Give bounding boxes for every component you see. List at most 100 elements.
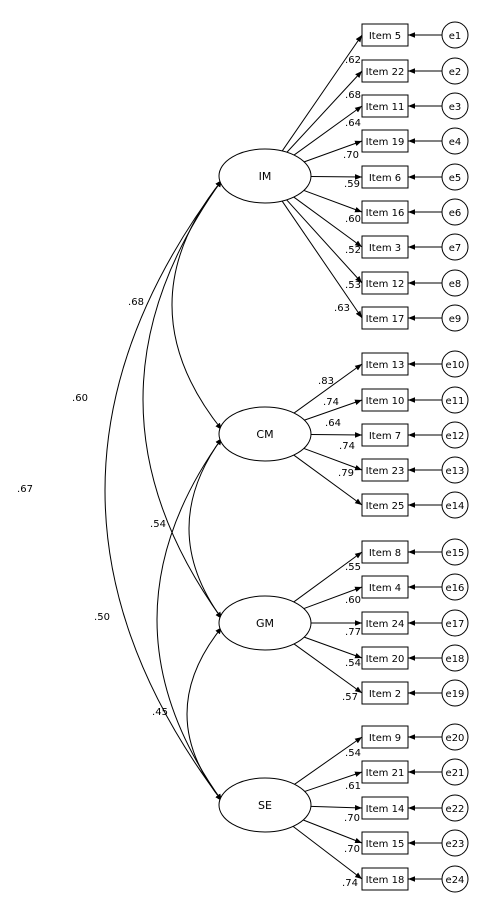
loading-path (286, 199, 363, 284)
observed-item-box (361, 493, 409, 517)
observed-item-box (361, 200, 409, 224)
loading-path (303, 586, 363, 610)
loading-path (294, 736, 363, 785)
loading-path (292, 826, 363, 880)
correlation-label-im-gm: .60 (72, 393, 88, 404)
error-term-circle (441, 456, 469, 484)
loading-value-label: .70 (344, 844, 360, 855)
error-term-circle (441, 865, 469, 893)
error-term-label: e1 (449, 31, 462, 42)
observed-item-label: Item 5 (369, 31, 401, 42)
error-term-label: e24 (446, 875, 465, 886)
observed-item-box (361, 540, 409, 564)
error-term-label: e22 (446, 804, 465, 815)
correlation-layer (104, 179, 223, 802)
observed-item-label: Item 3 (369, 243, 401, 254)
node-layer (218, 21, 469, 893)
loading-value-label: .54 (345, 658, 361, 669)
observed-item-label: Item 17 (366, 314, 405, 325)
error-term-label: e15 (446, 548, 465, 559)
correlation-arc-gm-se (186, 626, 223, 802)
loading-value-label: .83 (318, 376, 334, 387)
loading-value-label: .64 (345, 118, 361, 129)
observed-item-label: Item 4 (369, 583, 401, 594)
correlation-arc-cm-gm (188, 437, 223, 620)
latent-factor-label: GM (256, 617, 274, 630)
loading-value-label: .70 (344, 813, 360, 824)
loading-path (293, 105, 363, 156)
error-term-label: e12 (446, 431, 465, 442)
observed-item-box (361, 23, 409, 47)
observed-item-label: Item 8 (369, 548, 401, 559)
latent-factor-se (218, 777, 312, 833)
loading-path (304, 636, 363, 659)
error-term-label: e7 (449, 243, 462, 254)
error-term-label: e10 (446, 360, 465, 371)
observed-item-box (361, 760, 409, 784)
observed-item-label: Item 16 (366, 208, 405, 219)
observed-item-box (361, 423, 409, 447)
observed-item-box (361, 575, 409, 599)
error-term-label: e23 (446, 839, 465, 850)
correlation-label-cm-se: .50 (94, 612, 110, 623)
error-term-circle (441, 21, 469, 49)
observed-item-label: Item 6 (369, 173, 401, 184)
observed-item-label: Item 11 (366, 102, 405, 113)
observed-item-box (361, 271, 409, 295)
observed-item-box (361, 867, 409, 891)
error-term-circle (441, 829, 469, 857)
error-term-label: e2 (449, 67, 462, 78)
error-term-label: e6 (449, 208, 462, 219)
error-term-label: e9 (449, 314, 462, 325)
observed-item-label: Item 24 (366, 619, 405, 630)
latent-factor-label: CM (256, 428, 273, 441)
observed-item-box (361, 306, 409, 330)
observed-item-label: Item 19 (366, 137, 405, 148)
observed-item-box (361, 59, 409, 83)
loading-value-label: .54 (345, 748, 361, 759)
error-term-label: e18 (446, 654, 465, 665)
loading-value-label: .57 (342, 692, 358, 703)
error-term-label: e5 (449, 173, 462, 184)
latent-factor-label: SE (258, 799, 272, 812)
correlation-label-gm-se: .45 (152, 707, 168, 718)
correlation-arc-im-cm (171, 179, 223, 431)
loading-path (310, 174, 363, 180)
error-term-circle (441, 127, 469, 155)
loading-value-label: .74 (323, 397, 339, 408)
correlation-arc-im-se (104, 179, 223, 802)
loading-path (304, 399, 363, 421)
error-term-circle (441, 350, 469, 378)
loading-path (293, 363, 363, 414)
observed-item-label: Item 13 (366, 360, 405, 371)
loading-path (281, 34, 363, 152)
correlation-arc-im-gm (142, 179, 223, 620)
loading-path (304, 140, 363, 163)
correlation-label-im-cm: .68 (128, 297, 144, 308)
error-term-circle (441, 644, 469, 672)
loading-value-label: .79 (338, 468, 354, 479)
observed-item-label: Item 9 (369, 733, 401, 744)
observed-item-box (361, 129, 409, 153)
error-term-label: e13 (446, 466, 465, 477)
loading-path (281, 200, 363, 319)
observed-item-label: Item 12 (366, 279, 405, 290)
loading-value-label: .60 (345, 595, 361, 606)
error-term-label: e14 (446, 501, 465, 512)
error-term-circle (441, 794, 469, 822)
latent-factor-label: IM (259, 170, 272, 183)
loading-value-label: .70 (343, 150, 359, 161)
loading-value-label: .68 (345, 90, 361, 101)
correlation-label-cm-gm: .54 (150, 519, 166, 530)
loading-value-label: .74 (342, 878, 358, 889)
latent-factor-im (218, 148, 312, 204)
loading-value-label: .55 (345, 562, 361, 573)
loading-path (303, 447, 363, 471)
loading-path (293, 643, 363, 694)
observed-item-box (361, 725, 409, 749)
observed-item-label: Item 14 (366, 804, 405, 815)
error-term-circle (441, 233, 469, 261)
loading-path (310, 432, 363, 438)
loading-value-label: .52 (345, 245, 361, 256)
